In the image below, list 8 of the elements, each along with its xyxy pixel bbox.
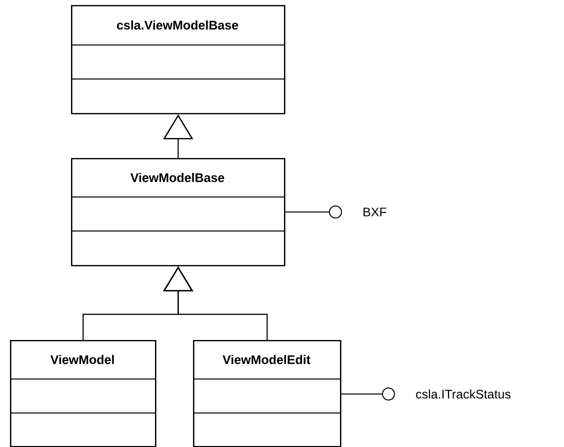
lollipop-connector: [284, 206, 342, 218]
interface-label: BXF: [364, 208, 386, 216]
lollipop-connector: [340, 388, 395, 400]
interface-label: csla.ITrackStatus: [416, 389, 510, 399]
class-box: csla.ViewModelBase: [71, 5, 286, 114]
class-box: ViewModelEdit: [193, 340, 342, 447]
class-box: ViewModel: [10, 340, 156, 447]
class-box: ViewModelBase: [71, 158, 286, 266]
